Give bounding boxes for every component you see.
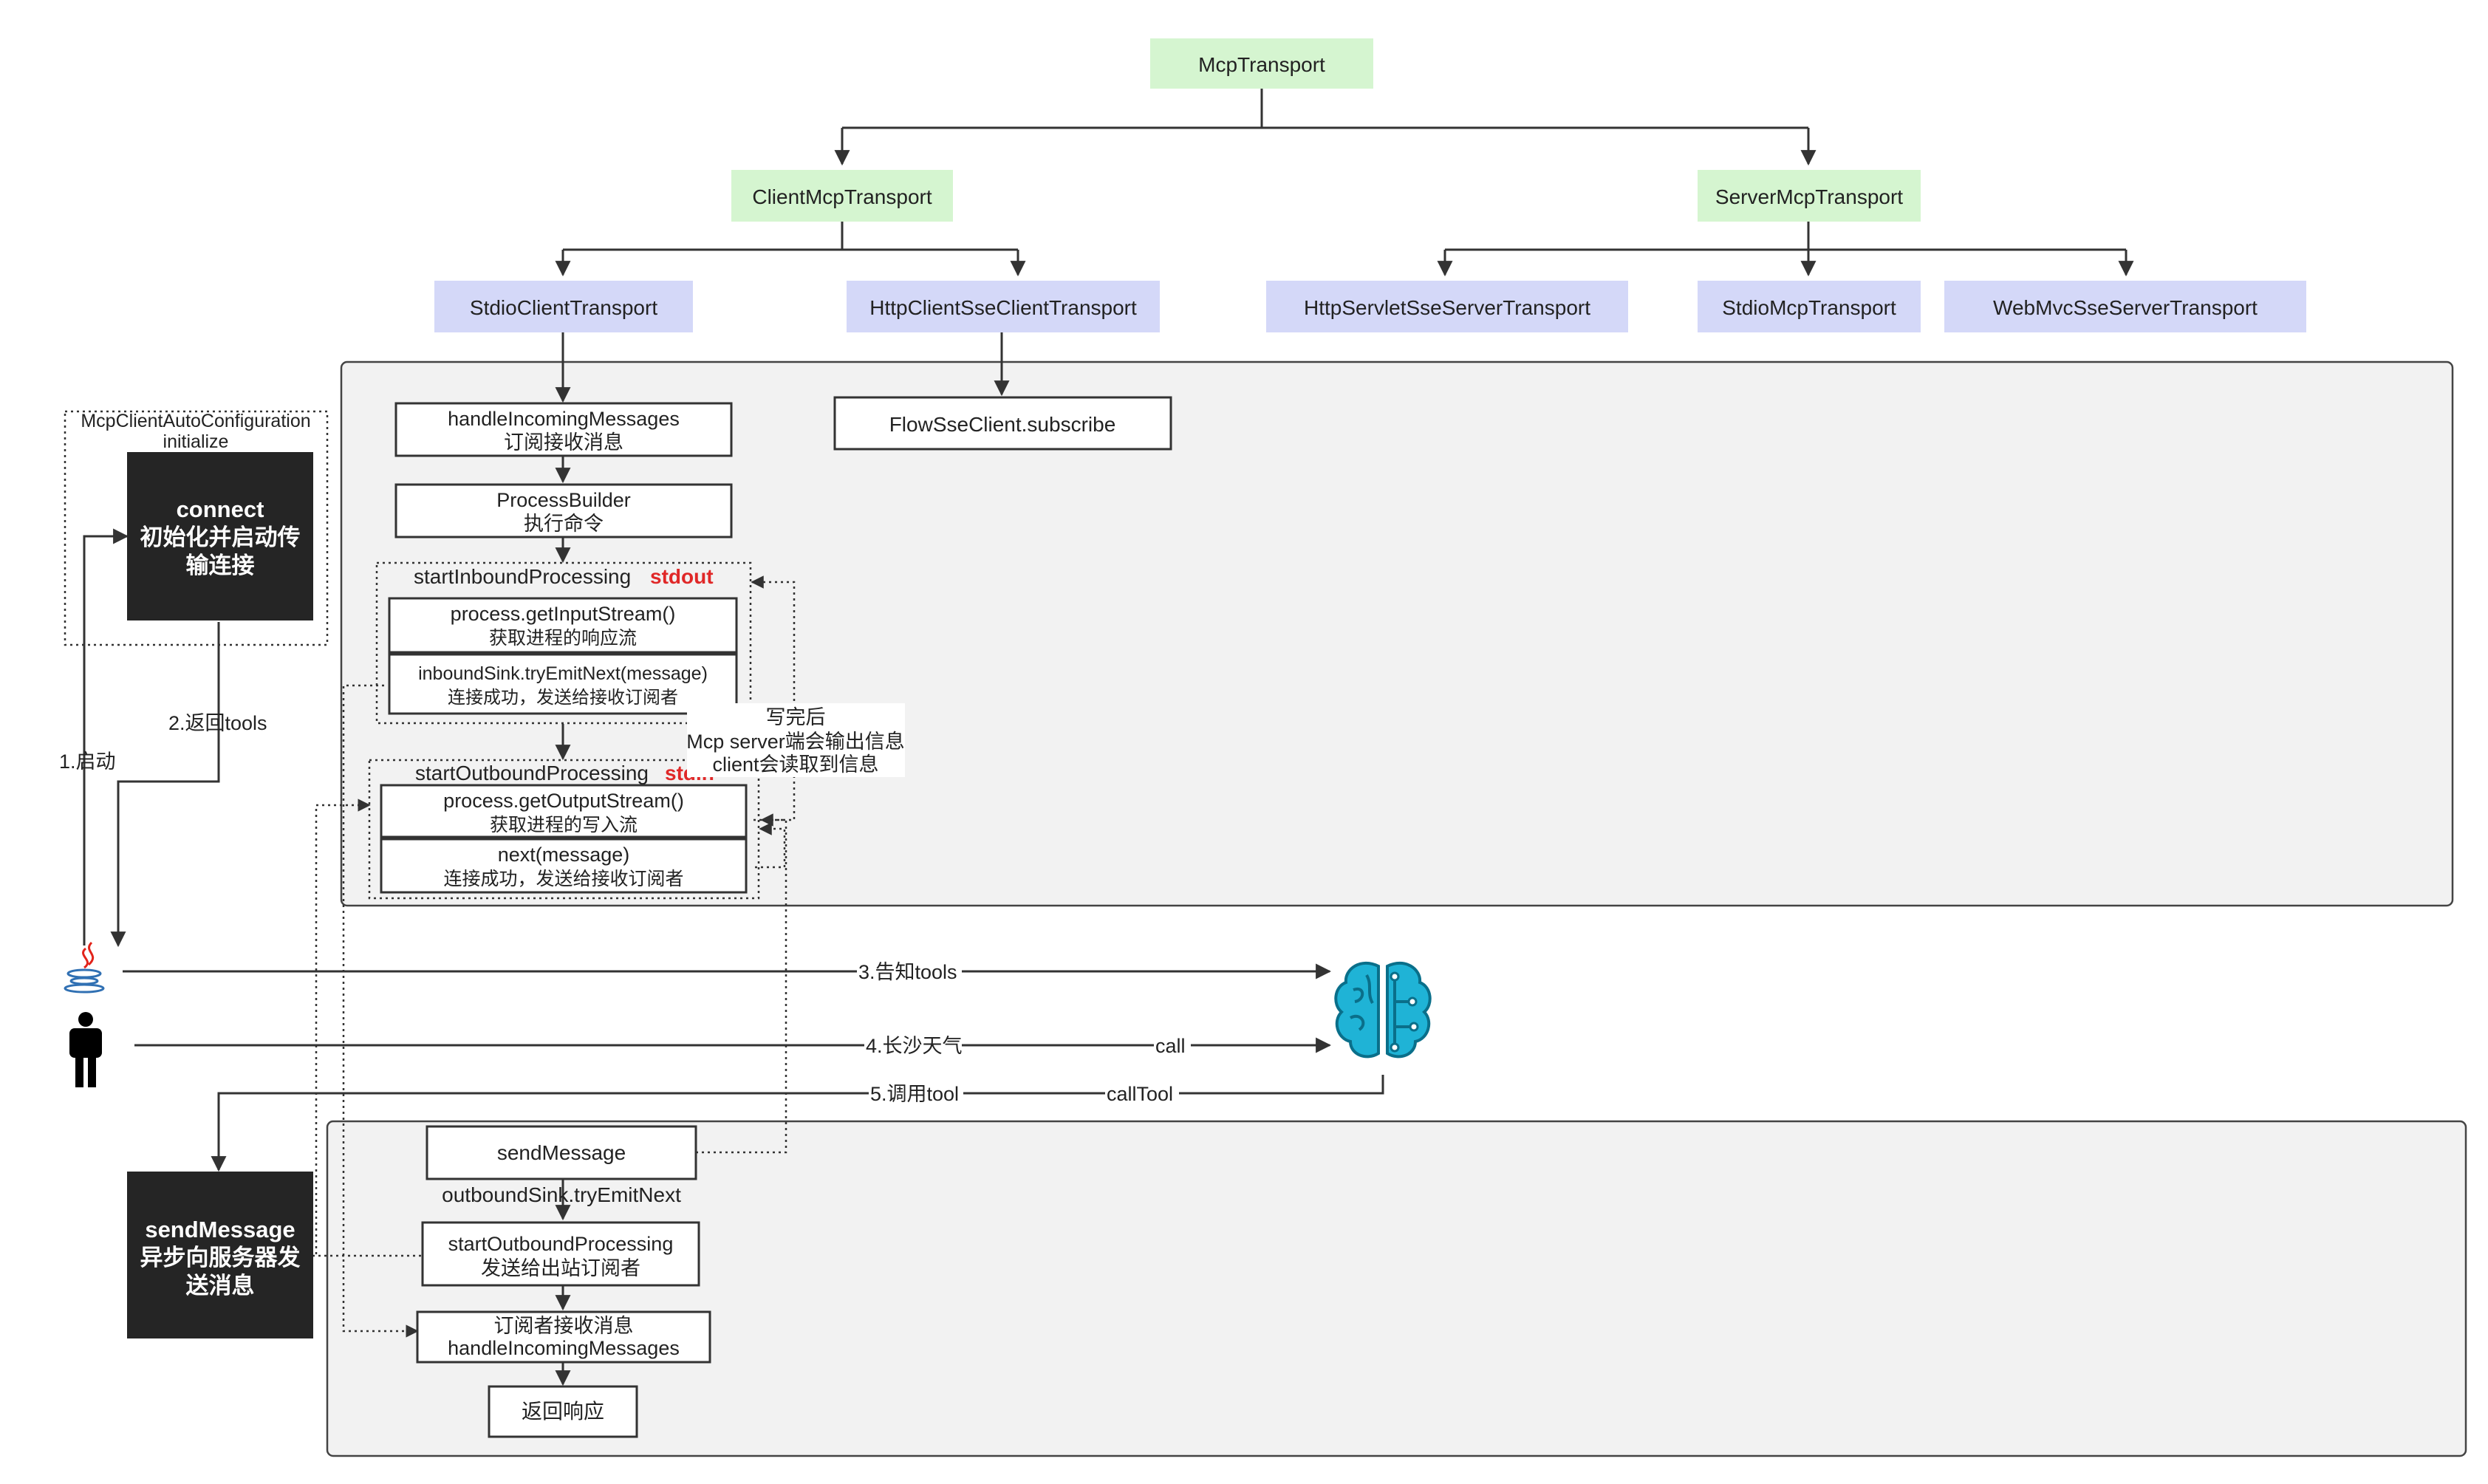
outbound-sink-label: outboundSink.tryEmitNext bbox=[442, 1183, 681, 1206]
node-mcp-transport: McpTransport bbox=[1150, 38, 1373, 89]
box-inbound-sink-line2: 连接成功，发送给接收订阅者 bbox=[448, 688, 678, 708]
connect-box-line3: 输连接 bbox=[186, 553, 255, 578]
autoconfig-subtitle: initialize bbox=[163, 431, 229, 452]
write-note-line3: client会读取到信息 bbox=[712, 753, 878, 776]
node-http-client-label: HttpClientSseClientTransport bbox=[869, 296, 1137, 319]
node-http-client: HttpClientSseClientTransport bbox=[847, 281, 1160, 332]
box-input-stream-line1: process.getInputStream() bbox=[451, 603, 676, 625]
send-panel bbox=[326, 1120, 2467, 1457]
node-stdio-client: StdioClientTransport bbox=[434, 281, 693, 332]
step-call-tool-label: callTool bbox=[1107, 1083, 1173, 1105]
box-subscriber-receive-line1: 订阅者接收消息 bbox=[494, 1315, 634, 1337]
stdout-to-handle-line bbox=[342, 684, 419, 1338]
box-flow-sse-label: FlowSseClient.subscribe bbox=[889, 413, 1116, 436]
box-start-outbound: startOutboundProcessing 发送给出站订阅者 bbox=[421, 1221, 700, 1287]
person-icon bbox=[69, 1012, 102, 1087]
inbound-tag: stdout bbox=[650, 565, 714, 588]
step-weather-label: 4.长沙天气 bbox=[866, 1035, 963, 1057]
inbound-title: startInboundProcessing bbox=[414, 565, 631, 588]
box-send-message-label: sendMessage bbox=[497, 1141, 626, 1164]
inbound-feedback-line bbox=[751, 575, 796, 821]
step-return-tools-label: 2.返回tools bbox=[168, 712, 267, 734]
box-subscriber-receive-line2: handleIncomingMessages bbox=[448, 1337, 680, 1359]
box-next-message-line2: 连接成功，发送给接收订阅者 bbox=[443, 869, 683, 889]
box-input-stream-line2: 获取进程的响应流 bbox=[489, 628, 637, 649]
node-mcp-transport-label: McpTransport bbox=[1198, 53, 1325, 76]
box-return-response-label: 返回响应 bbox=[522, 1400, 604, 1423]
step-invoke-tool: 5.调用tool bbox=[869, 1081, 963, 1106]
java-icon bbox=[64, 941, 105, 994]
node-webmvc-server: WebMvcSseServerTransport bbox=[1944, 281, 2306, 332]
autoconfig-title: McpClientAutoConfiguration bbox=[81, 411, 310, 431]
node-client-transport: ClientMcpTransport bbox=[731, 170, 953, 222]
send-to-outbound-stdin-line bbox=[315, 799, 371, 1254]
box-output-stream: process.getOutputStream() 获取进程的写入流 bbox=[380, 784, 748, 838]
note-loop-line bbox=[755, 822, 786, 869]
node-stdio-client-label: StdioClientTransport bbox=[470, 296, 657, 319]
box-inbound-sink-line1: inboundSink.tryEmitNext(message) bbox=[418, 663, 708, 684]
node-stdio-server: StdioMcpTransport bbox=[1698, 281, 1921, 332]
step-call-tool: callTool bbox=[1105, 1081, 1179, 1106]
step-weather: 4.长沙天气 bbox=[864, 1033, 963, 1058]
step-call-label: call bbox=[1155, 1035, 1186, 1057]
outbound-group bbox=[368, 759, 760, 900]
box-subscriber-receive: 订阅者接收消息 handleIncomingMessages bbox=[416, 1310, 711, 1364]
connect-box: connect 初始化并启动传 输连接 bbox=[127, 452, 313, 620]
box-start-outbound-line1: startOutboundProcessing bbox=[448, 1233, 674, 1255]
box-output-stream-line2: 获取进程的写入流 bbox=[490, 815, 638, 835]
send-dark-line3: 送消息 bbox=[186, 1273, 255, 1299]
box-return-response: 返回响应 bbox=[488, 1385, 638, 1438]
dotted-groups bbox=[64, 410, 796, 1338]
box-process-builder: ProcessBuilder 执行命令 bbox=[394, 483, 733, 538]
box-handle-incoming-line2: 订阅接收消息 bbox=[504, 431, 623, 454]
box-handle-incoming: handleIncomingMessages 订阅接收消息 bbox=[394, 402, 733, 457]
send-message-dark-box: sendMessage 异步向服务器发 送消息 bbox=[127, 1172, 313, 1338]
inbound-group bbox=[375, 561, 752, 725]
step-call: call bbox=[1154, 1033, 1191, 1058]
node-client-transport-label: ClientMcpTransport bbox=[752, 185, 932, 208]
box-process-builder-line2: 执行命令 bbox=[524, 513, 604, 535]
node-server-transport-label: ServerMcpTransport bbox=[1715, 185, 1903, 208]
send-dark-line1: sendMessage bbox=[145, 1217, 295, 1242]
step-invoke-tool-label: 5.调用tool bbox=[870, 1083, 959, 1105]
brain-icon bbox=[1334, 961, 1432, 1059]
box-start-outbound-line2: 发送给出站订阅者 bbox=[481, 1257, 640, 1279]
step-start-label: 1.启动 bbox=[59, 750, 116, 773]
connect-box-line1: connect bbox=[177, 496, 264, 522]
box-handle-incoming-line1: handleIncomingMessages bbox=[448, 408, 680, 430]
box-process-builder-line1: ProcessBuilder bbox=[496, 489, 631, 511]
step-tell-tools-label: 3.告知tools bbox=[858, 961, 957, 983]
box-input-stream: process.getInputStream() 获取进程的响应流 bbox=[388, 597, 738, 654]
send-dark-line2: 异步向服务器发 bbox=[140, 1245, 301, 1271]
connect-box-line2: 初始化并启动传 bbox=[140, 524, 301, 550]
outbound-title: startOutboundProcessing bbox=[415, 762, 649, 784]
box-output-stream-line1: process.getOutputStream() bbox=[443, 790, 684, 812]
box-inbound-sink: inboundSink.tryEmitNext(message) 连接成功，发送… bbox=[388, 653, 738, 715]
box-next-message: next(message) 连接成功，发送给接收订阅者 bbox=[380, 838, 748, 894]
node-servlet-server: HttpServletSseServerTransport bbox=[1266, 281, 1628, 332]
autoconfig-group bbox=[64, 410, 329, 646]
node-servlet-server-label: HttpServletSseServerTransport bbox=[1304, 296, 1590, 319]
send-to-stdin-line bbox=[696, 813, 787, 1154]
box-next-message-line1: next(message) bbox=[498, 844, 630, 866]
hierarchy-connectors bbox=[555, 89, 2134, 761]
node-webmvc-server-label: WebMvcSseServerTransport bbox=[1993, 296, 2258, 319]
step-tell-tools: 3.告知tools bbox=[857, 959, 962, 984]
write-note: 写完后 Mcp server端会输出信息 client会读取到信息 bbox=[686, 703, 905, 777]
write-note-line2: Mcp server端会输出信息 bbox=[686, 731, 905, 753]
write-note-line1: 写完后 bbox=[766, 706, 826, 728]
box-send-message: sendMessage bbox=[426, 1125, 697, 1180]
node-stdio-server-label: StdioMcpTransport bbox=[1722, 296, 1896, 319]
flow-connectors bbox=[83, 528, 1384, 1386]
box-flow-sse: FlowSseClient.subscribe bbox=[833, 396, 1172, 451]
node-server-transport: ServerMcpTransport bbox=[1698, 170, 1921, 222]
